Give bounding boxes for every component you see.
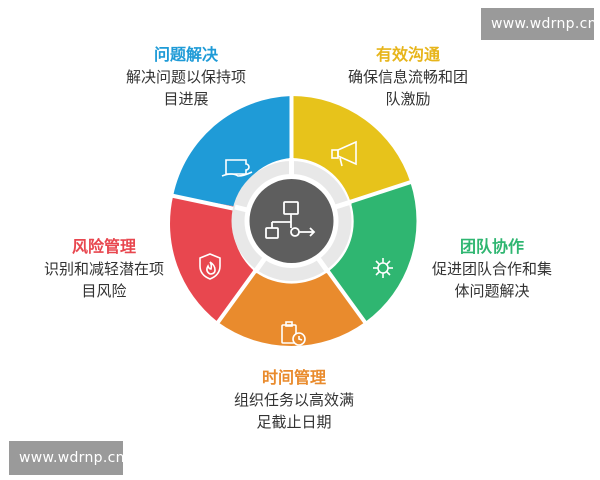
- megaphone-icon: [331, 140, 357, 167]
- segment-communication: [291, 96, 411, 202]
- segment-time: [218, 271, 365, 346]
- label-risk-desc-line1: 识别和减轻潜在项: [43, 260, 164, 278]
- label-collaboration-desc-line1: 促进团队合作和集: [431, 260, 552, 278]
- label-communication-title: 有效沟通: [375, 45, 440, 64]
- label-problem: 问题解决 解决问题以保持项 目进展: [96, 44, 276, 110]
- label-problem-desc-line1: 解决问题以保持项: [125, 68, 246, 86]
- label-time-desc-line2: 足截止日期: [256, 413, 332, 431]
- puzzle-hand-icon: [221, 159, 253, 177]
- label-time: 时间管理 组织任务以高效满 足截止日期: [204, 367, 384, 433]
- segment-collaboration: [328, 182, 417, 323]
- clipboard-clock-icon: [281, 321, 306, 346]
- label-risk-title: 风险管理: [71, 237, 136, 256]
- label-time-desc-line1: 组织任务以高效满: [233, 391, 354, 409]
- label-collaboration: 团队协作 促进团队合作和集 体问题解决: [402, 236, 582, 302]
- network-icon: [373, 258, 393, 278]
- label-problem-title: 问题解决: [153, 45, 218, 64]
- segment-risk: [170, 195, 255, 323]
- workflow-icon: [265, 201, 316, 239]
- label-collaboration-title: 团队协作: [459, 237, 524, 256]
- label-communication-desc-line1: 确保信息流畅和团: [347, 68, 468, 86]
- label-communication: 有效沟通 确保信息流畅和团 队激励: [318, 44, 498, 110]
- label-time-title: 时间管理: [261, 368, 326, 387]
- segment-problem: [173, 96, 292, 207]
- label-problem-desc-line2: 目进展: [163, 90, 209, 108]
- watermark-bottom: www.wdrnp.cn: [9, 441, 124, 475]
- watermark-top: www.wdrnp.cn: [481, 8, 596, 40]
- label-collaboration-desc-line2: 体问题解决: [454, 282, 530, 300]
- label-communication-desc-line2: 队激励: [385, 90, 431, 108]
- label-risk: 风险管理 识别和减轻潜在项 目风险: [14, 236, 194, 302]
- label-risk-desc-line2: 目风险: [81, 282, 127, 300]
- shield-flame-icon: [199, 253, 221, 280]
